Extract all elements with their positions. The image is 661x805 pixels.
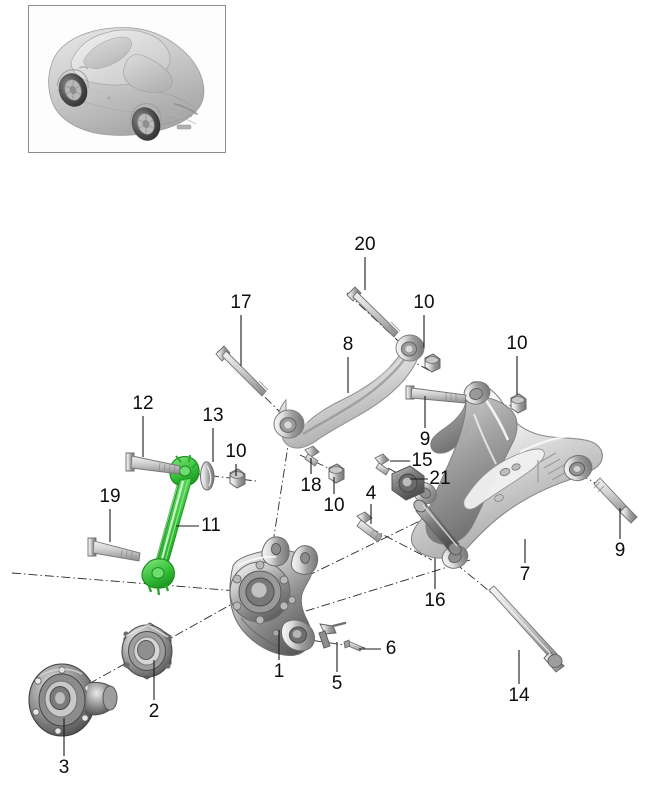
callout-number-18: 18 (300, 475, 321, 496)
part-16-bush-sleeve (413, 499, 462, 556)
callout-5: 5 (332, 642, 343, 694)
knuckle-bolt-bosses (232, 560, 289, 625)
axis-bolt-14 (454, 562, 501, 601)
callout-17: 17 (230, 292, 252, 366)
callout-number-10: 10 (323, 495, 344, 516)
part-10b-nut (510, 393, 527, 414)
callout-10: 10 (506, 333, 528, 395)
callout-number-20: 20 (354, 234, 375, 255)
part-11-toe-link-highlighted (141, 454, 200, 596)
part-9a-bolt (405, 385, 467, 404)
part-9b-bolt (593, 477, 638, 524)
control-arm-holes (494, 463, 521, 502)
callout-7: 7 (520, 539, 531, 585)
part-2-wheel-bearing (121, 622, 173, 680)
callout-2: 2 (149, 660, 160, 722)
callout-number-4: 4 (366, 483, 377, 504)
callout-15: 15 (390, 450, 433, 471)
callout-19: 19 (99, 486, 121, 542)
callout-number-10: 10 (225, 441, 246, 462)
callout-number-21: 21 (429, 468, 450, 489)
callout-number-8: 8 (343, 334, 354, 355)
axis-hub-bearing (59, 565, 301, 701)
part-10d-nut (328, 463, 345, 484)
callout-21: 21 (410, 468, 451, 489)
part-5-speed-sensor (318, 621, 347, 649)
callout-number-9: 9 (615, 540, 626, 561)
callout-3: 3 (59, 718, 70, 778)
axis-bolt-17 (217, 350, 283, 415)
callout-10: 10 (323, 477, 345, 516)
callout-9: 9 (420, 396, 431, 450)
callout-16: 16 (424, 558, 446, 611)
callout-4: 4 (366, 483, 377, 524)
callout-number-1: 1 (274, 661, 285, 682)
vehicle-silhouette-icon (48, 27, 205, 141)
callout-8: 8 (343, 334, 354, 393)
callout-number-13: 13 (202, 405, 223, 426)
callout-11: 11 (176, 515, 221, 536)
part-3-wheel-hub (28, 663, 118, 737)
part-4-bolt (356, 511, 383, 543)
axis-bolt-9b (564, 465, 616, 495)
callout-number-12: 12 (132, 393, 153, 414)
callout-number-3: 3 (59, 757, 70, 778)
callout-number-10: 10 (413, 292, 434, 313)
part-18-bolt (304, 445, 320, 467)
part-8-upper-control-arm (273, 334, 425, 449)
callout-10: 10 (413, 292, 435, 348)
axis-bolt-4 (369, 527, 433, 561)
part-7-lower-control-arm (410, 381, 603, 569)
part-17-bolt (215, 345, 269, 397)
callout-13: 13 (202, 405, 224, 462)
callout-number-17: 17 (230, 292, 251, 313)
part-13-washer (200, 461, 215, 491)
callout-number-7: 7 (520, 564, 531, 585)
callout-10: 10 (225, 441, 247, 476)
control-arm-ribs (537, 452, 569, 482)
callout-number-10: 10 (506, 333, 527, 354)
part-10c-nut (229, 468, 246, 489)
axis-knuckle-bush (289, 559, 471, 617)
callout-12: 12 (132, 393, 154, 457)
part-12-bolt (125, 452, 181, 475)
part-20-bolt (346, 286, 401, 338)
callout-18: 18 (300, 458, 322, 496)
callout-20: 20 (354, 234, 376, 290)
callout-6: 6 (359, 638, 396, 659)
callout-number-5: 5 (332, 673, 343, 694)
callout-number-14: 14 (508, 685, 530, 706)
callout-number-15: 15 (411, 450, 432, 471)
callout-1: 1 (274, 630, 285, 682)
callout-number-11: 11 (201, 515, 221, 536)
callout-number-19: 19 (99, 486, 120, 507)
callout-number-9: 9 (420, 429, 431, 450)
callout-14: 14 (508, 650, 530, 706)
callout-number-6: 6 (386, 638, 397, 659)
part-14-long-bolt (488, 585, 565, 673)
part-15-bolt (374, 453, 390, 476)
part-10a-nut (424, 353, 441, 373)
part-1-wheel-carrier (229, 536, 319, 656)
part-19-bolt (87, 537, 141, 562)
vehicle-inset-panel (28, 5, 226, 153)
callout-number-16: 16 (424, 590, 445, 611)
axis-knuckle-upper (267, 419, 293, 576)
part-6-screw (343, 639, 363, 652)
callout-9: 9 (615, 508, 626, 561)
callout-number-2: 2 (149, 701, 160, 722)
